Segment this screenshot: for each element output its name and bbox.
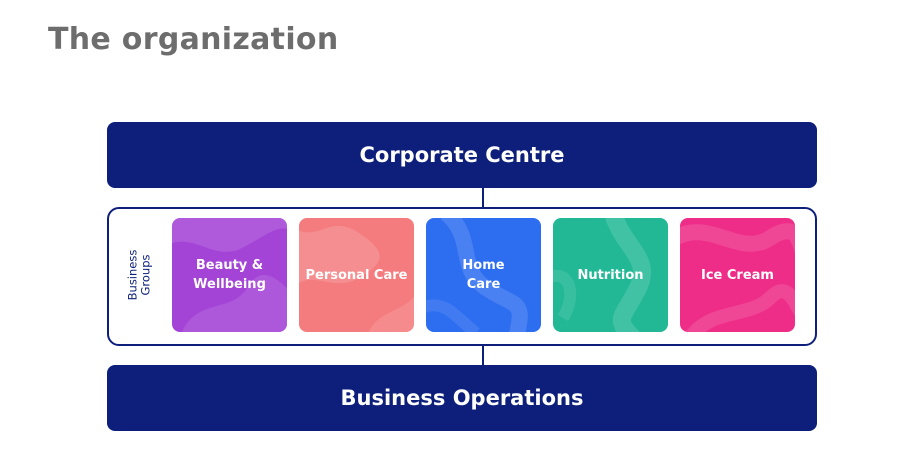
tile-nutrition: Nutrition (553, 218, 668, 332)
tile-decoration (680, 223, 795, 332)
tile-label: Ice Cream (701, 267, 774, 283)
business-operations-label: Business Operations (340, 386, 584, 410)
tile-ice-cream: Ice Cream (680, 218, 795, 332)
business-groups-label: Business Groups (121, 240, 157, 310)
connector-top (482, 188, 484, 207)
tile-label: Nutrition (577, 267, 644, 283)
business-groups-text: Business Groups (125, 249, 152, 301)
corporate-centre-box: Corporate Centre (107, 122, 817, 188)
tile-decoration (299, 225, 414, 332)
tile-decoration (426, 218, 528, 332)
tile-personal-care: Personal Care (299, 218, 414, 332)
business-operations-box: Business Operations (107, 365, 817, 431)
page-title: The organization (48, 22, 339, 57)
tile-home-care: Home Care (426, 218, 541, 332)
tile-label: Home Care (462, 258, 505, 292)
tile-label: Personal Care (305, 267, 408, 283)
tile-decoration (553, 218, 652, 332)
tile-decoration (172, 218, 287, 332)
connector-bottom (482, 346, 484, 365)
tile-label: Beauty & Wellbeing (193, 258, 266, 292)
corporate-centre-label: Corporate Centre (359, 143, 565, 167)
tile-beauty-wellbeing: Beauty & Wellbeing (172, 218, 287, 332)
